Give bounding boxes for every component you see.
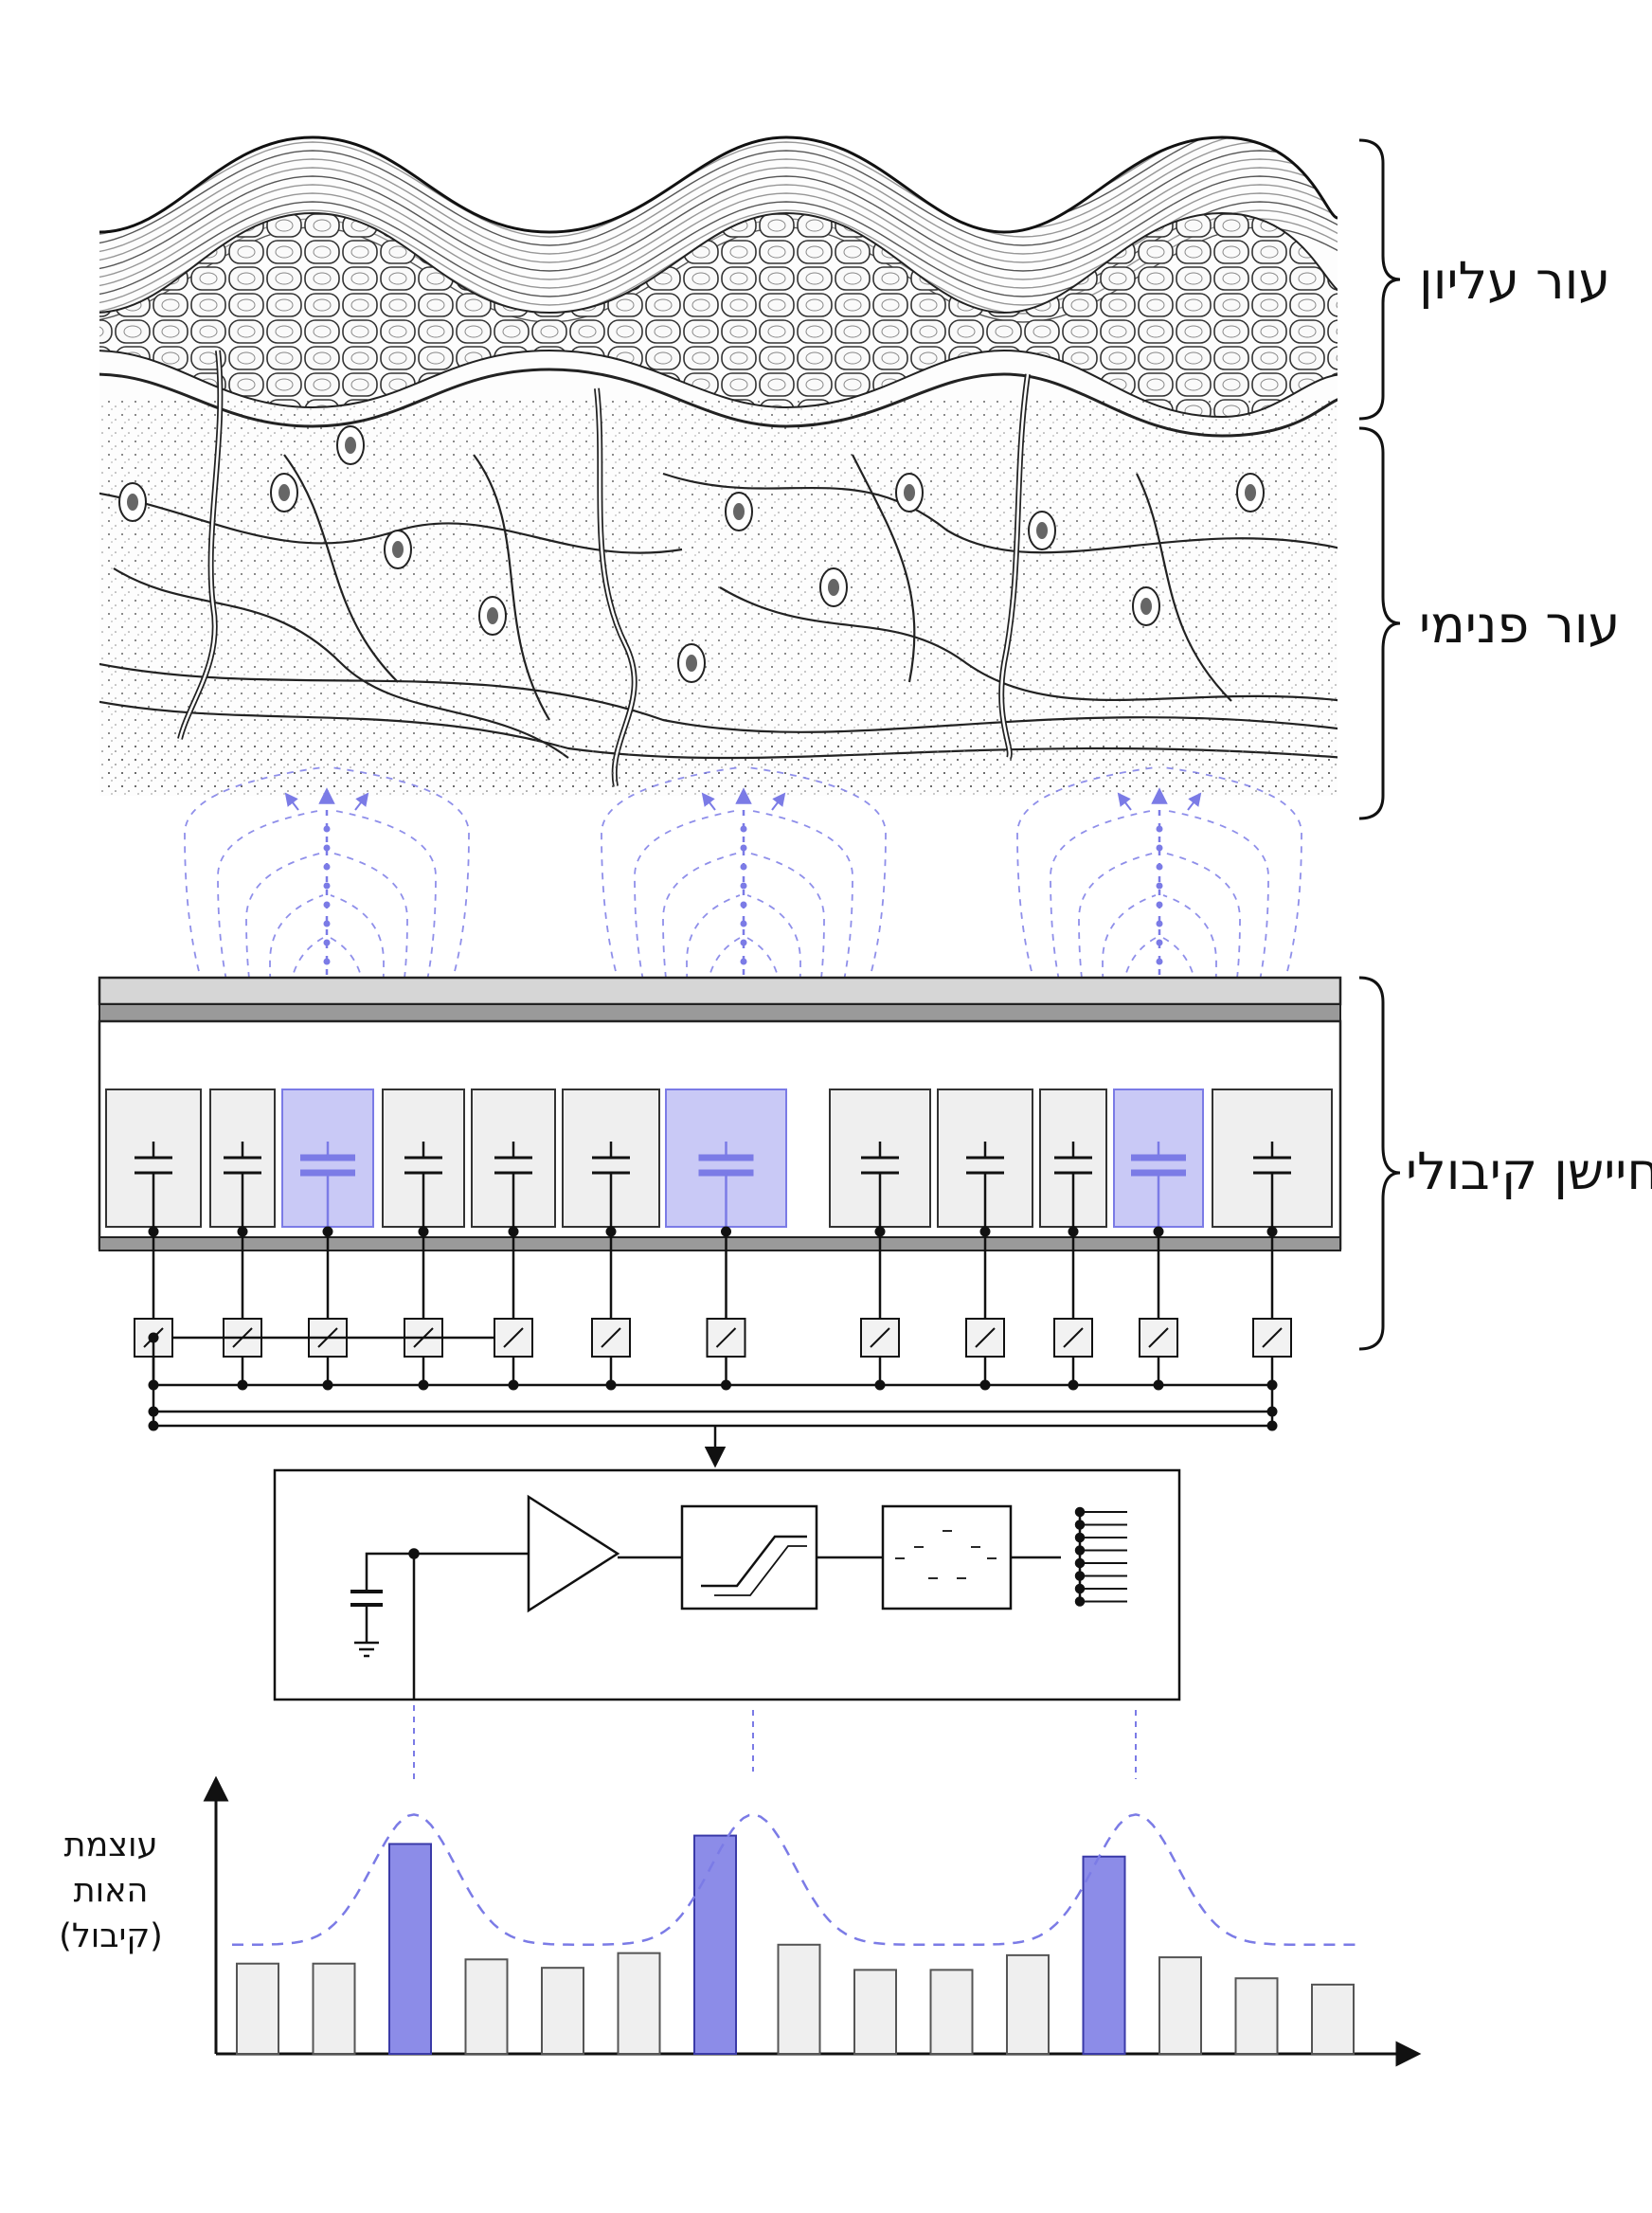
brace-sensor (1358, 976, 1401, 1351)
processing-unit (273, 1468, 1181, 1701)
sensor-cell (209, 1089, 276, 1232)
signal-guides (413, 1705, 1137, 1781)
sensor-readout-channel (1053, 1226, 1093, 1391)
bar (464, 1958, 509, 2055)
label-signal-line-2: האות (73, 1872, 149, 1910)
label-signal-strength: עוצמת האות (קיבול) (49, 1823, 172, 1959)
bar (929, 1969, 974, 2055)
bar (236, 1962, 279, 2056)
bar (1158, 1956, 1202, 2055)
skin-surface-outline (99, 135, 1338, 234)
label-signal-line-3: (קיבול) (59, 1917, 163, 1955)
bar (1006, 1953, 1050, 2056)
cell-layer (99, 211, 1338, 419)
sensor-cell (1212, 1089, 1333, 1232)
sensor-substrate (99, 1236, 1341, 1251)
digital-pattern-icon (895, 1530, 997, 1579)
signal-chart (203, 1775, 1422, 2067)
brace-group (1358, 138, 1401, 1351)
dermal-cells (118, 425, 1265, 683)
sensor-cell (382, 1089, 465, 1232)
label-epidermis: עור עליון (1419, 251, 1611, 311)
sensor-cell (562, 1089, 660, 1232)
sensor-readout-channel (706, 1226, 746, 1391)
sensor-cell (105, 1089, 202, 1232)
sensor-readout-channel (1252, 1226, 1292, 1391)
transfer-curve-icon (701, 1535, 807, 1588)
sensor-readout-channel (860, 1226, 900, 1391)
sensor-cover-layer (99, 1003, 1341, 1022)
signal-envelope-curve (232, 1813, 1363, 1947)
bar (853, 1969, 897, 2055)
bar (777, 1943, 821, 2056)
sensor-cell (937, 1089, 1033, 1232)
converter-block (680, 1504, 818, 1610)
brace-dermis (1358, 426, 1401, 820)
bar-highlighted (693, 1834, 737, 2055)
bar (617, 1952, 661, 2056)
label-sensor: חיישן קיבולי (1406, 1142, 1652, 1201)
sensor-cover-top (98, 976, 1342, 1006)
digital-processing-block (881, 1504, 1013, 1610)
output-bus-icon (1074, 1506, 1127, 1607)
bar-highlighted (1082, 1855, 1126, 2056)
sensor-cell-active (665, 1089, 787, 1232)
sensor-readout-channel (591, 1226, 631, 1391)
bar (312, 1962, 356, 2056)
bar (541, 1967, 584, 2055)
label-dermis: עור פנימי (1419, 595, 1621, 655)
sensor-cell (829, 1089, 931, 1232)
sensor-readout-channel (965, 1226, 1005, 1391)
sensor-cell-active (1113, 1089, 1204, 1232)
sensor-cell-active (281, 1089, 374, 1232)
sensor-readout-channel (1139, 1226, 1178, 1391)
capacitive-sensor (98, 976, 1342, 1431)
label-signal-line-1: עוצמת (63, 1826, 158, 1864)
sensor-cell (471, 1089, 556, 1232)
basement-membrane (99, 368, 1338, 438)
sensor-cell (1039, 1089, 1107, 1232)
skin-illustration (99, 137, 1338, 796)
brace-epidermis (1358, 138, 1401, 421)
input-wire (365, 1552, 414, 1590)
bar (1234, 1977, 1279, 2055)
bar (1311, 1983, 1355, 2056)
amplifier-icon (527, 1494, 620, 1613)
bar-highlighted (388, 1843, 432, 2056)
